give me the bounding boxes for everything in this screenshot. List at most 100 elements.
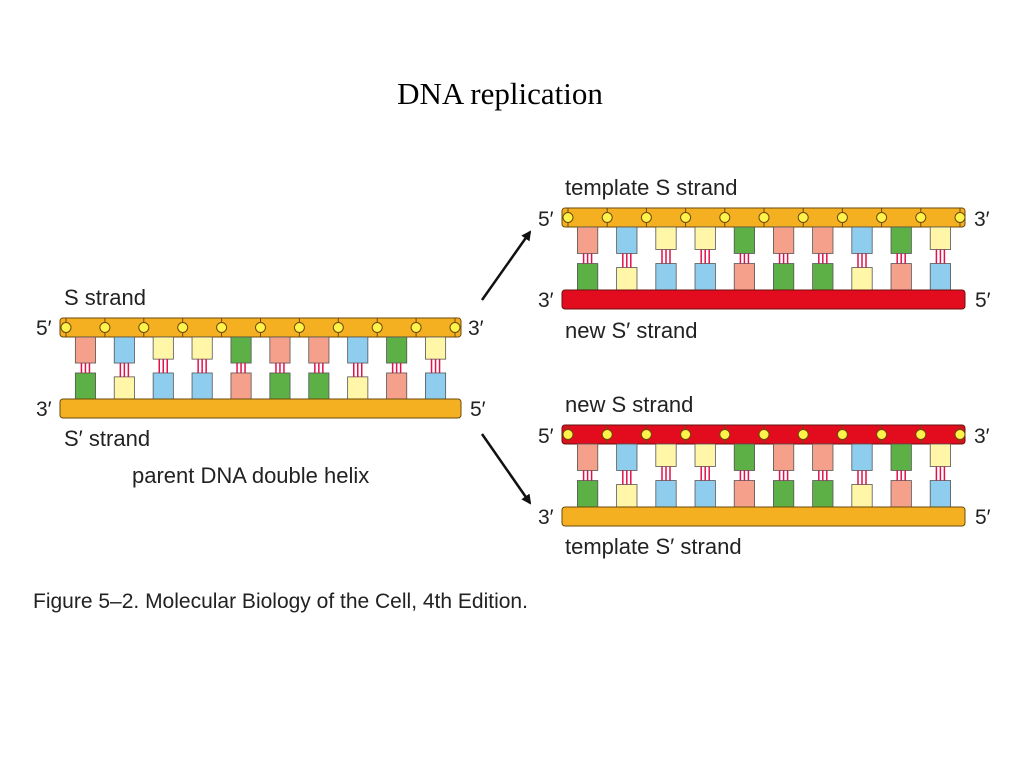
upper-base-upper <box>733 226 755 254</box>
upper-top-strand-label: template S strand <box>565 175 737 200</box>
lower-top-strand-label: new S strand <box>565 392 693 417</box>
upper-top-phosphate <box>601 212 613 223</box>
lower-base-upper <box>851 443 873 471</box>
lower-base-upper <box>733 443 755 471</box>
upper-new-s-prime-strand <box>561 289 966 310</box>
parent-top-strand-label: S strand <box>64 285 146 310</box>
parent-base-lower <box>386 372 408 400</box>
parent-top-left-end: 5′ <box>36 317 52 340</box>
upper-base-lower <box>694 263 716 291</box>
parent-base-upper <box>230 336 252 364</box>
parent-helix: S strand 5′ 3′ 3′ 5′ S′ strand parent DN… <box>36 285 486 488</box>
upper-base-lower <box>929 263 951 291</box>
upper-base-lower <box>773 263 795 291</box>
parent-top-phosphate <box>332 322 344 333</box>
parent-base-lower <box>269 372 291 400</box>
lower-bottom-left-end: 3′ <box>538 506 554 529</box>
lower-base-upper <box>773 443 795 471</box>
upper-base-upper <box>929 226 951 250</box>
lower-top-phosphate <box>601 429 613 440</box>
parent-base-lower <box>113 376 135 400</box>
lower-base-lower <box>773 480 795 508</box>
upper-base-lower <box>655 263 677 291</box>
lower-top-phosphate <box>797 429 809 440</box>
parent-base-lower <box>152 372 174 400</box>
upper-bottom-strand-label: new S′ strand <box>565 318 698 343</box>
lower-top-phosphate <box>640 429 652 440</box>
upper-base-upper <box>694 226 716 250</box>
upper-top-phosphate <box>562 212 574 223</box>
parent-top-phosphate <box>371 322 383 333</box>
parent-top-phosphate <box>410 322 422 333</box>
lower-base-upper <box>616 443 638 471</box>
parent-base-lower <box>425 372 447 400</box>
upper-top-phosphate <box>719 212 731 223</box>
parent-description: parent DNA double helix <box>132 463 369 488</box>
upper-daughter-helix: template S strand 5′ 3′ 3′ 5′ new S′ str… <box>538 175 991 343</box>
upper-top-right-end: 3′ <box>974 208 990 231</box>
parent-base-lower <box>308 372 330 400</box>
lower-base-lower <box>851 484 873 508</box>
lower-base-upper <box>655 443 677 467</box>
parent-base-lower <box>347 376 369 400</box>
upper-top-phosphate <box>836 212 848 223</box>
parent-top-phosphate <box>216 322 228 333</box>
parent-base-upper <box>113 336 135 364</box>
lower-top-phosphate <box>836 429 848 440</box>
parent-top-phosphate <box>449 322 461 333</box>
lower-base-lower <box>694 480 716 508</box>
lower-daughter-helix: new S strand 5′ 3′ 3′ 5′ template S′ str… <box>538 392 991 559</box>
parent-base-upper <box>269 336 291 364</box>
lower-base-lower <box>733 480 755 508</box>
lower-top-phosphate <box>719 429 731 440</box>
lower-base-lower <box>577 480 599 508</box>
upper-base-lower <box>812 263 834 291</box>
lower-top-phosphate <box>680 429 692 440</box>
parent-base-upper <box>152 336 174 360</box>
parent-base-lower <box>230 372 252 400</box>
upper-base-lower <box>890 263 912 291</box>
lower-base-lower <box>655 480 677 508</box>
upper-base-lower <box>577 263 599 291</box>
upper-top-phosphate <box>876 212 888 223</box>
upper-base-lower <box>733 263 755 291</box>
lower-base-lower <box>616 484 638 508</box>
lower-base-upper <box>694 443 716 467</box>
parent-top-phosphate <box>293 322 305 333</box>
parent-top-phosphate <box>60 322 72 333</box>
upper-base-upper <box>812 226 834 254</box>
parent-top-phosphate <box>177 322 189 333</box>
figure-caption: Figure 5–2. Molecular Biology of the Cel… <box>33 590 528 613</box>
upper-bottom-right-end: 5′ <box>975 289 991 312</box>
parent-base-lower <box>74 372 96 400</box>
upper-top-phosphate <box>680 212 692 223</box>
lower-base-lower <box>812 480 834 508</box>
parent-top-right-end: 3′ <box>468 317 484 340</box>
arrow-to-upper-daughter <box>480 230 532 301</box>
lower-top-phosphate <box>954 429 966 440</box>
lower-base-upper <box>929 443 951 467</box>
parent-bottom-left-end: 3′ <box>36 398 52 421</box>
lower-bottom-strand-label: template S′ strand <box>565 534 742 559</box>
lower-top-phosphate <box>876 429 888 440</box>
upper-top-left-end: 5′ <box>538 208 554 231</box>
lower-base-upper <box>577 443 599 471</box>
lower-bottom-right-end: 5′ <box>975 506 991 529</box>
upper-base-lower <box>851 267 873 291</box>
parent-top-phosphate <box>255 322 266 333</box>
upper-base-upper <box>655 226 677 250</box>
lower-template-s-prime-strand <box>561 506 966 527</box>
lower-base-lower <box>890 480 912 508</box>
parent-top-phosphate <box>99 322 111 333</box>
parent-bottom-strand-label: S′ strand <box>64 426 150 451</box>
parent-base-upper <box>191 336 213 360</box>
arrow-to-lower-daughter <box>480 433 532 505</box>
lower-base-lower <box>929 480 951 508</box>
parent-bottom-strand <box>59 398 462 419</box>
parent-base-lower <box>191 372 213 400</box>
lower-top-phosphate <box>915 429 927 440</box>
parent-base-upper <box>74 336 96 364</box>
lower-base-upper <box>812 443 834 471</box>
upper-base-upper <box>616 226 638 254</box>
